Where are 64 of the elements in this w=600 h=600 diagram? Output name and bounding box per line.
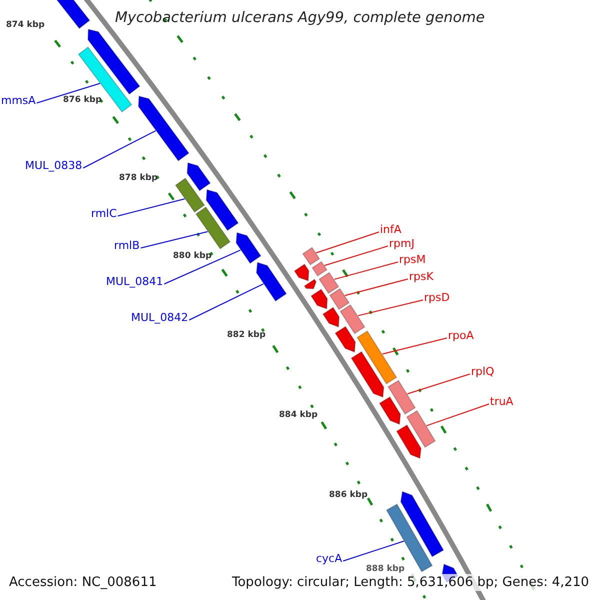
scale-label: 876 kbp [63, 96, 102, 104]
leader-line [358, 300, 424, 316]
leader-line [324, 246, 388, 266]
gene-block [256, 262, 287, 302]
gene-label: MUL_0842 [131, 312, 188, 322]
scale-label: 888 kbp [366, 564, 405, 573]
genome-summary-text: Topology: circular; Length: 5,631,606 bp; Genes: 4,210 [230, 574, 592, 590]
gene-block [206, 189, 239, 232]
gene-label: rpsK [409, 270, 434, 282]
gene-label: truA [490, 396, 514, 406]
gene-bar [356, 330, 398, 384]
leader-line [140, 231, 208, 248]
gene-bar [312, 261, 328, 277]
gene-label: infA [380, 224, 402, 234]
gene-label: rmlB [114, 240, 140, 250]
gene-block [350, 351, 384, 398]
gene-label: mmsA [1, 94, 36, 106]
gene-bar [340, 304, 366, 334]
scale-label: 880 kbp [173, 252, 212, 260]
leader-line [117, 198, 186, 216]
scale-label: 886 kbp [329, 490, 368, 499]
gene-label: rpmJ [389, 238, 414, 248]
leader-line [344, 278, 408, 296]
leader-line [382, 338, 448, 354]
scale-label: 882 kbp [227, 330, 266, 339]
leader-line [188, 283, 264, 320]
leader-line [426, 404, 490, 426]
gene-label: MUL_0841 [106, 276, 164, 286]
leader-line [316, 232, 380, 254]
gene-label: rpoA [448, 330, 474, 340]
gene-bar [302, 246, 320, 266]
scale-label: 878 kbp [119, 174, 158, 182]
gene-label: MUL_0838 [25, 160, 82, 170]
gene-block [400, 490, 444, 558]
gene-block [378, 396, 401, 425]
leader-line [342, 540, 404, 562]
gene-bar [406, 410, 436, 448]
gene-bar [386, 504, 433, 572]
gene-block [186, 162, 211, 192]
gene-bar [174, 178, 206, 213]
gene-bar [195, 206, 231, 250]
gene-block [88, 28, 140, 95]
scale-label: 884 kbp [279, 410, 318, 419]
gene-block [310, 288, 328, 310]
gene-block [294, 264, 310, 282]
gene-bar [329, 288, 350, 310]
gene-block [304, 278, 317, 290]
leader-line [164, 250, 241, 284]
accession-text: Accession: NC_008611 [9, 576, 157, 588]
gene-block [138, 96, 190, 162]
gene-label: cycA [316, 552, 342, 564]
map-title: Mycobacterium ulcerans Agy99, complete genome [115, 10, 485, 25]
leader-line [334, 262, 398, 280]
leader-line [82, 130, 156, 168]
leader-line [406, 374, 470, 394]
gene-block [236, 232, 262, 264]
gene-label: rplQ [471, 366, 494, 376]
gene-block [396, 424, 422, 459]
gene-label: rpsD [424, 292, 450, 302]
leader-line [36, 82, 100, 104]
gene-label: rpsM [399, 254, 426, 264]
gene-bar [318, 272, 340, 294]
gene-label: rmlC [91, 208, 117, 218]
gene-bar [388, 380, 416, 415]
